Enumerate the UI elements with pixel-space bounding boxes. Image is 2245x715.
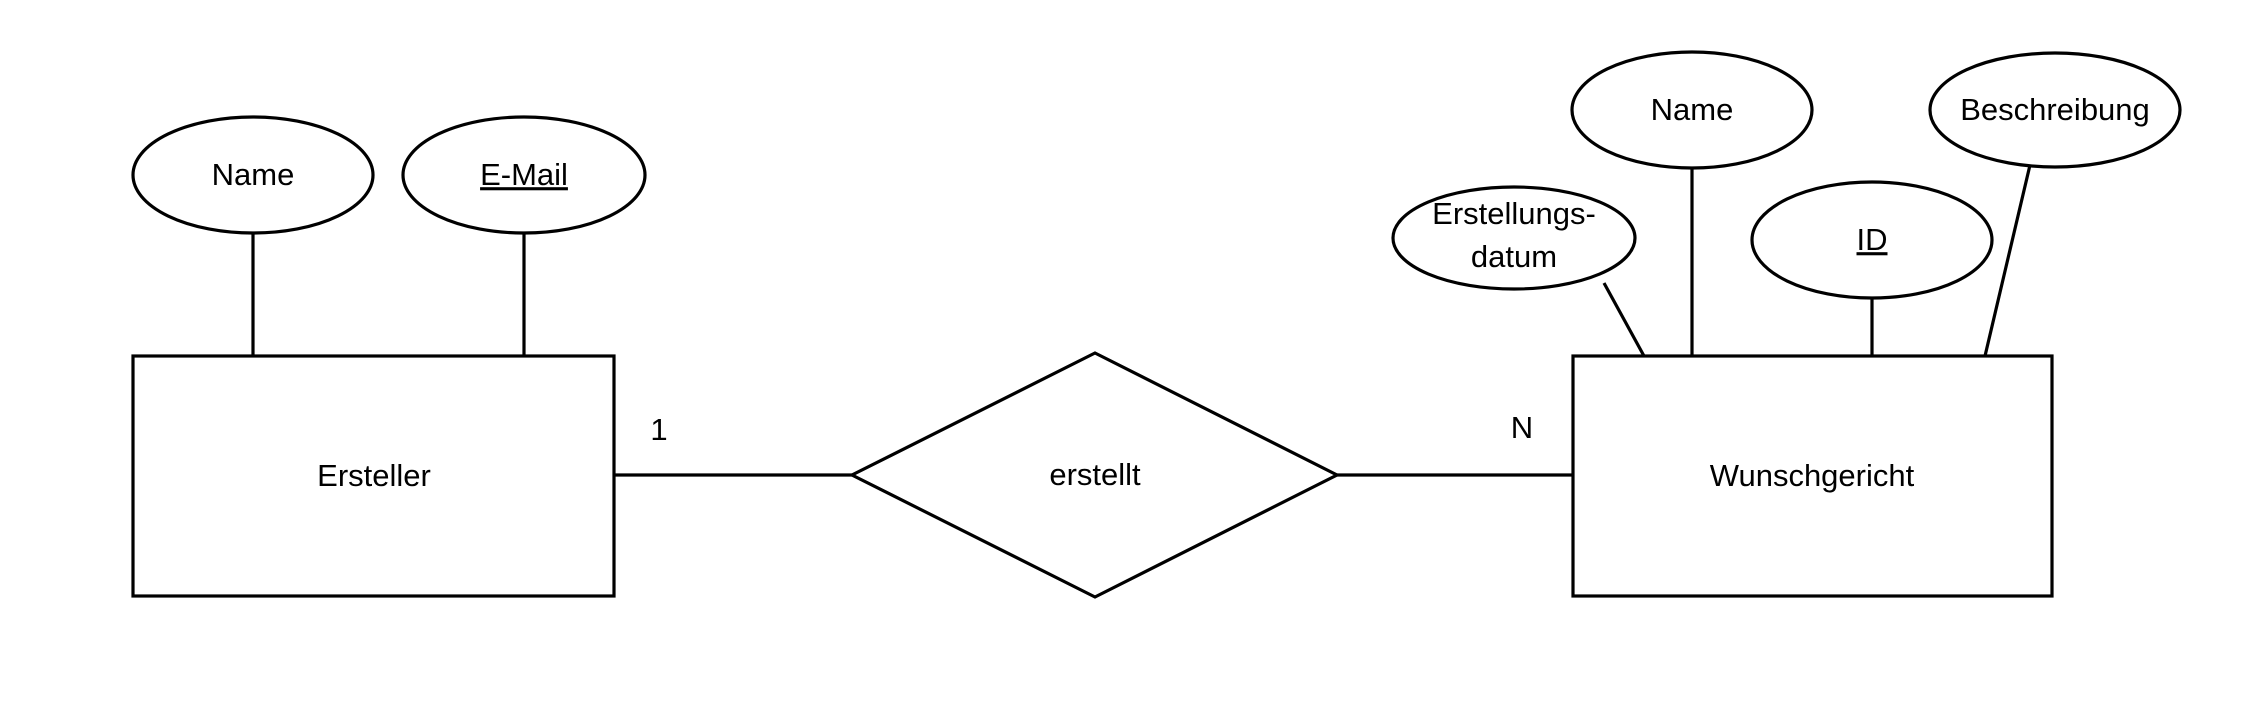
attribute-wunschgericht-erstellungsdatum-label-line2: datum (1471, 239, 1557, 274)
connector-wunschgericht-beschreibung (1983, 164, 2032, 357)
relationship-erstellt-label: erstellt (1049, 457, 1141, 492)
attribute-ersteller-name-label: Name (212, 157, 295, 192)
attribute-wunschgericht-name-ellipse[interactable] (1570, 50, 1814, 170)
cardinality-left-label: 1 (650, 412, 667, 447)
entity-wunschgericht-label: Wunschgericht (1710, 458, 1915, 493)
attribute-wunschgericht-id-ellipse[interactable] (1750, 180, 1994, 300)
attribute-wunschgericht-id-label: ID (1857, 222, 1888, 257)
attribute-ersteller-email-label: E-Mail (480, 157, 568, 192)
entity-ersteller-label: Ersteller (317, 458, 431, 493)
connector-wunschgericht-erstellungsdatum (1602, 282, 1646, 357)
attribute-wunschgericht-beschreibung-ellipse[interactable] (1928, 51, 2182, 169)
attribute-wunschgericht-erstellungsdatum-label-line1: Erstellungs- (1432, 196, 1596, 231)
attribute-wunschgericht-erstellungsdatum-ellipse[interactable] (1391, 185, 1637, 291)
entity-wunschgericht-box[interactable] (1571, 354, 2054, 598)
attribute-ersteller-name-ellipse[interactable] (131, 115, 375, 235)
cardinality-right-label: N (1511, 410, 1533, 445)
relationship-erstellt-diamond[interactable] (848, 351, 1341, 599)
attribute-wunschgericht-name-label: Name (1651, 92, 1734, 127)
attribute-ersteller-email-ellipse[interactable] (401, 115, 647, 235)
attribute-wunschgericht-beschreibung-label: Beschreibung (1960, 92, 2150, 127)
entity-ersteller-box[interactable] (131, 354, 616, 598)
